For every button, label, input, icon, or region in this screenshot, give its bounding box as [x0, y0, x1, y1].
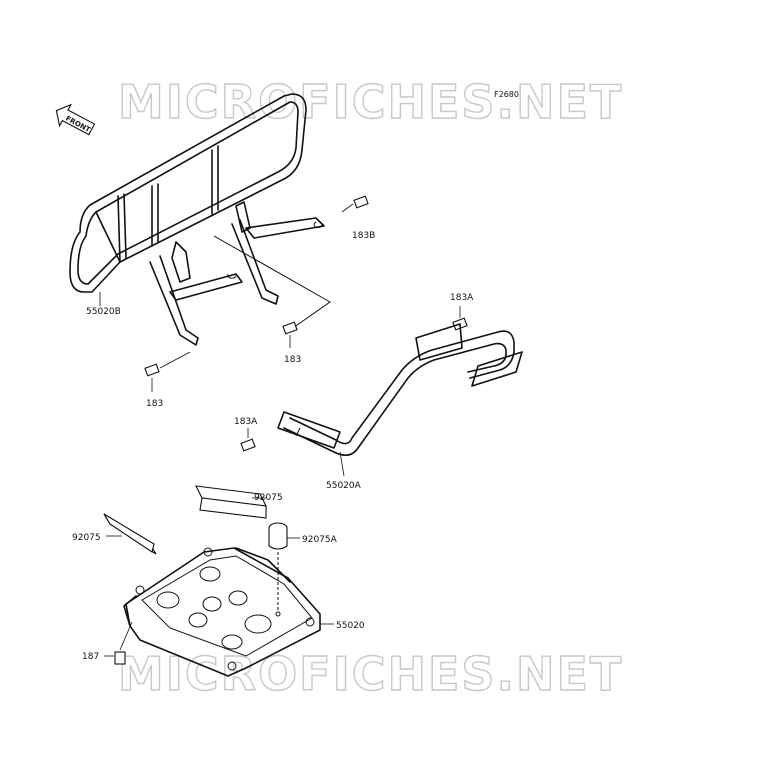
callout-pad-upper: 92075	[254, 493, 283, 503]
callout-bolt-183-mid: 183	[284, 355, 301, 365]
grab-bar	[277, 323, 523, 477]
pad-left	[103, 513, 157, 555]
pad-upper	[195, 485, 267, 519]
watermark-bottom: MICROFICHES.NET	[118, 647, 623, 701]
skid-plate	[123, 547, 334, 677]
bolt-187	[104, 621, 133, 665]
bolt-183b	[341, 195, 369, 213]
watermark-top: MICROFICHES.NET	[118, 75, 623, 129]
rear-rack	[69, 93, 331, 346]
bolt-183a-left	[240, 428, 256, 452]
callout-bolt-183a-top: 183A	[450, 293, 474, 303]
callout-bar: 55020A	[326, 481, 362, 491]
callout-bolt-183b: 183B	[352, 231, 375, 241]
callout-spacer: 92075A	[302, 535, 338, 545]
callout-bolt-183a-left: 183A	[234, 417, 258, 427]
callout-pad-left: 92075	[72, 533, 101, 543]
callout-bolt-183-left: 183	[146, 399, 163, 409]
spacer-92075a	[268, 522, 300, 612]
callout-skid-plate: 55020	[336, 621, 365, 631]
figure-code: F2680	[494, 90, 519, 99]
callout-rack: 55020B	[86, 307, 121, 317]
bolt-183-left	[144, 351, 191, 392]
front-arrow-icon: FRONT	[55, 103, 96, 136]
bolt-183-mid	[282, 321, 298, 348]
callout-bolt-187: 187	[82, 652, 99, 662]
